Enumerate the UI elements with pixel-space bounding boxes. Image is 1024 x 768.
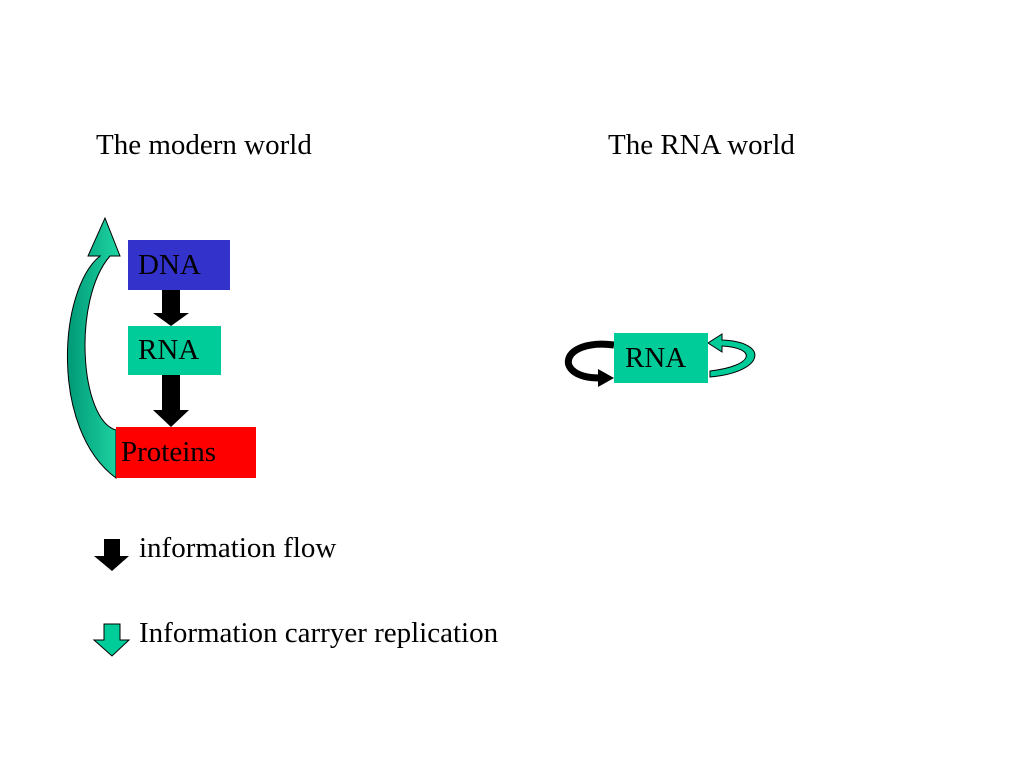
legend-information-flow-arrow [94,539,129,571]
legend-replication-arrow [92,623,131,657]
modern-world-title: The modern world [96,129,312,161]
dna-node: DNA [128,240,230,290]
flow-arrow-rna-to-proteins [153,375,189,427]
rna-label-world: RNA [625,341,687,374]
legend-replication-label: Information carryer replication [139,617,499,649]
rna-label-modern: RNA [138,334,200,366]
legend-information-flow-label: information flow [139,532,337,564]
flow-arrow-dna-to-rna [153,290,189,326]
rna-world-teal-loop-arrow [707,333,756,378]
rna-node-world: RNA [614,333,708,383]
dna-label: DNA [138,248,201,281]
proteins-node: Proteins [116,427,256,478]
rna-world-black-arrowhead [598,369,614,387]
proteins-label: Proteins [121,436,217,468]
rna-world-title: The RNA world [608,129,795,161]
rna-world-black-loop-arrow [564,340,615,382]
rna-node-modern: RNA [128,326,221,375]
replication-curve-arrow [66,216,121,479]
